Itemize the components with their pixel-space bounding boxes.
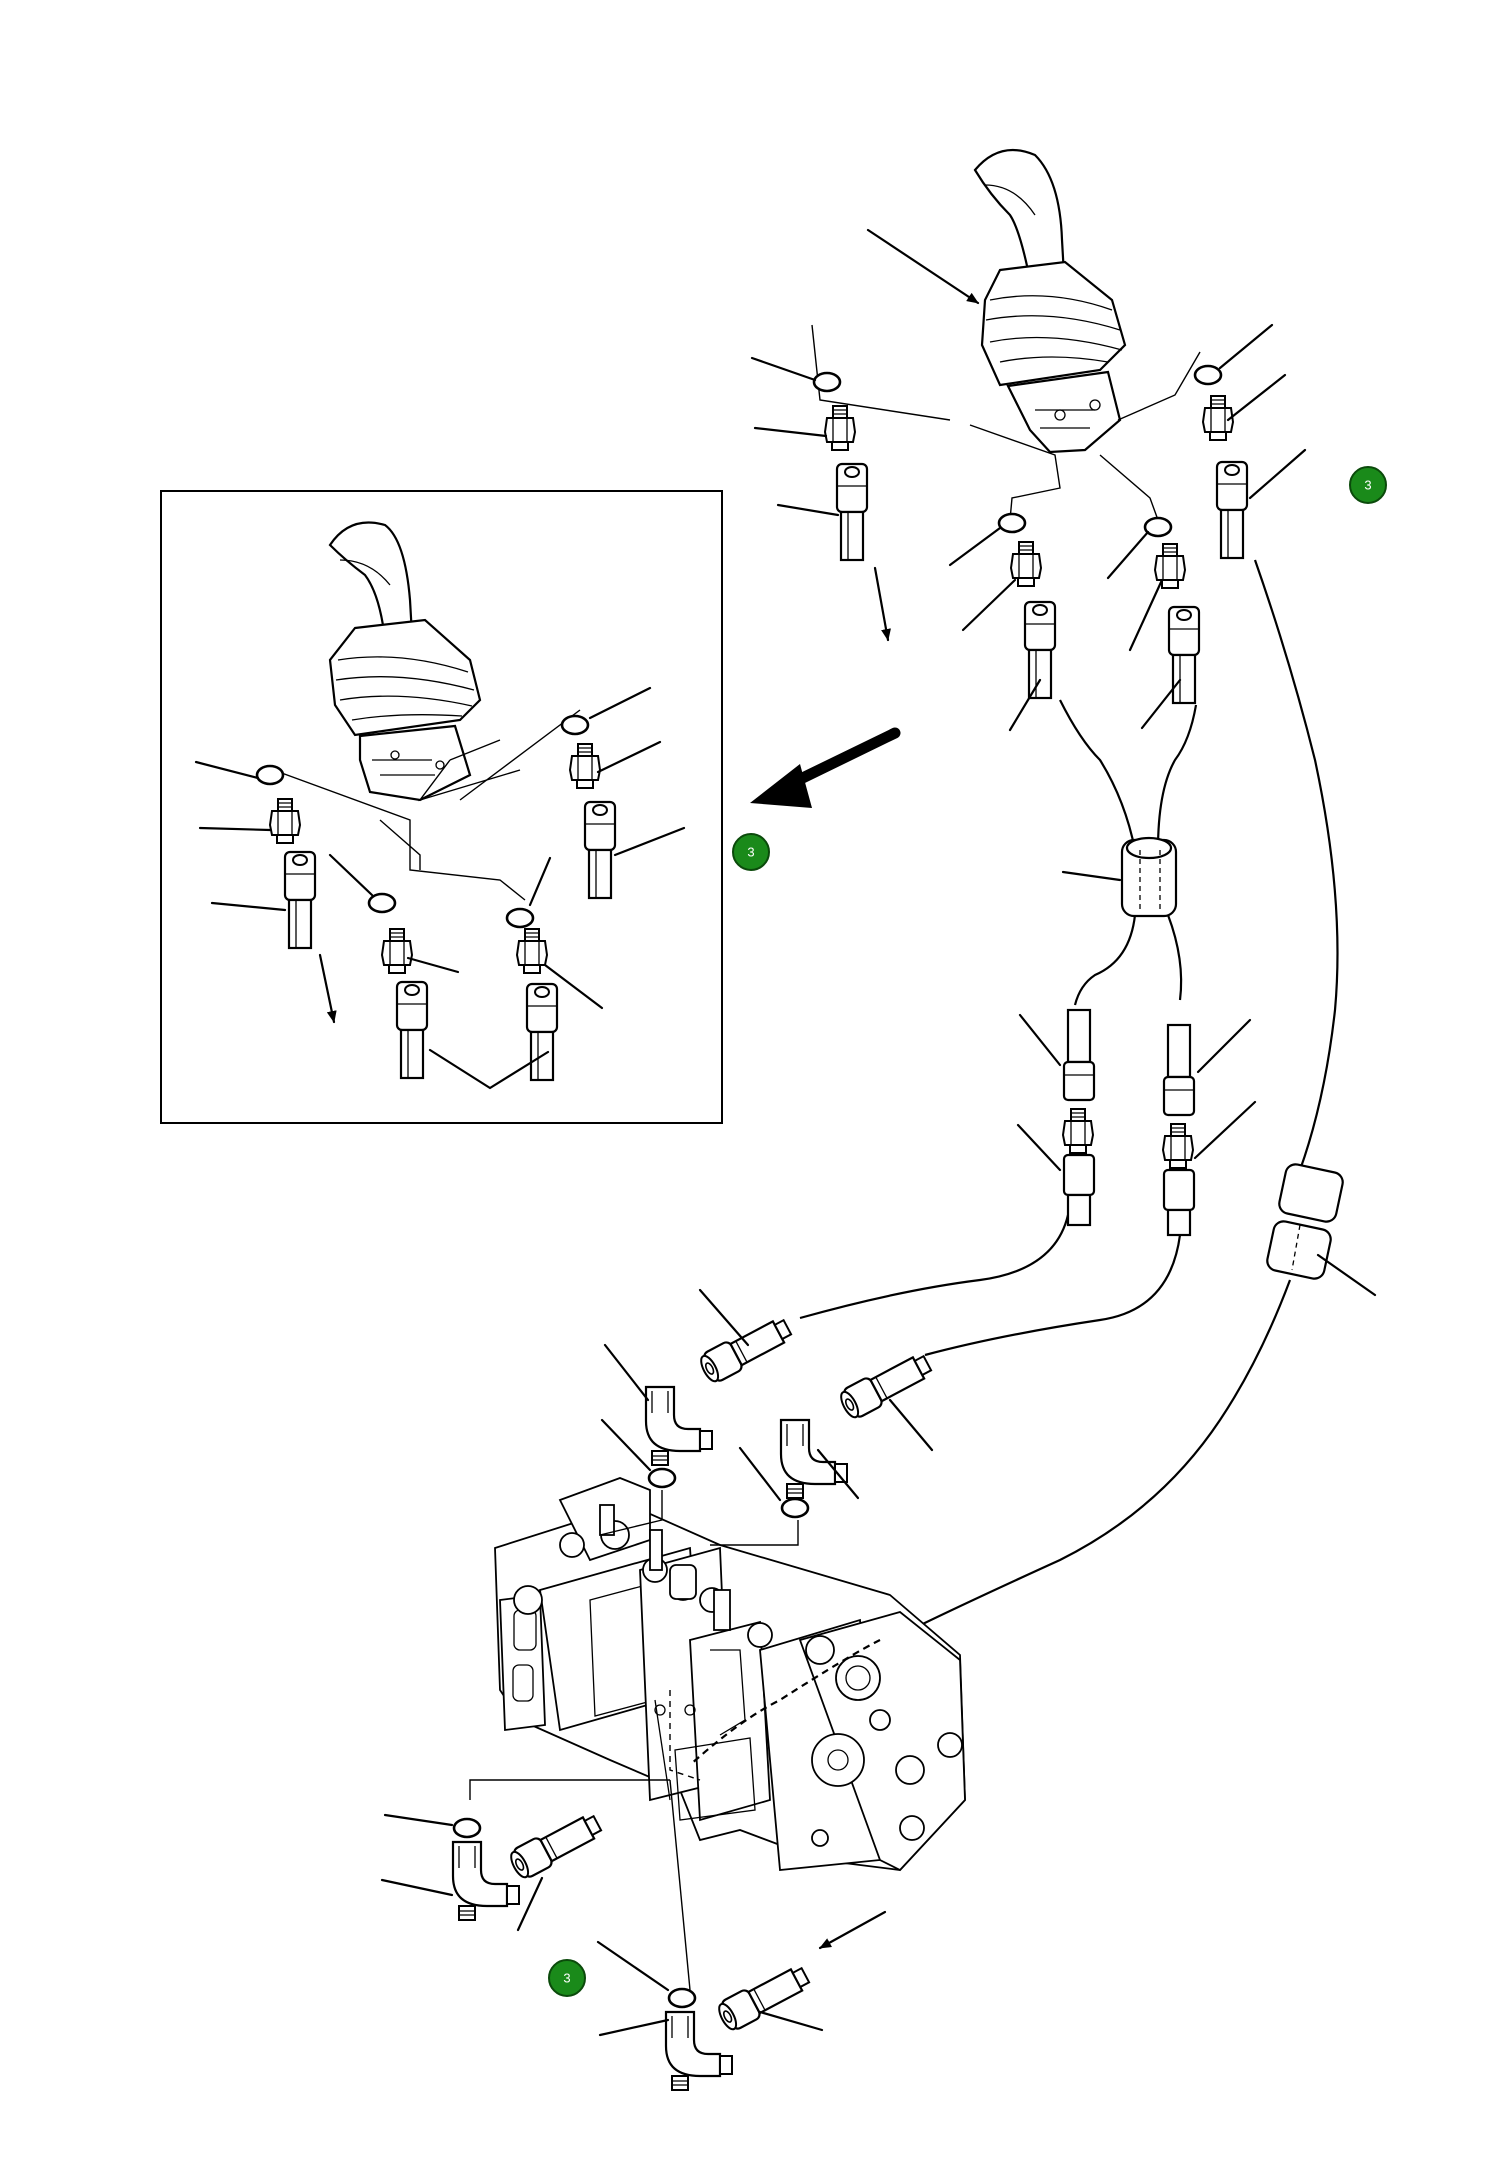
port-group-top-left xyxy=(750,356,891,642)
hose-lines xyxy=(799,559,1339,1641)
mid-fitting-left xyxy=(1016,1008,1096,1227)
inset-joystick xyxy=(328,521,482,802)
control-valve-bank xyxy=(494,1477,966,1872)
reference-badge: 3 xyxy=(732,833,770,871)
port-group-middle-right xyxy=(1106,516,1201,730)
badge-inset-label: 3 xyxy=(747,844,754,859)
hose-coupler xyxy=(1061,836,1178,918)
detail-inset-panel xyxy=(160,490,723,1124)
port-group-middle-left xyxy=(948,512,1057,732)
elbow-fitting-right xyxy=(738,1348,936,1519)
reference-badge: 3 xyxy=(1349,466,1387,504)
bottom-left-fittings xyxy=(380,1808,606,1932)
badge-top-right-label: 3 xyxy=(1364,477,1371,492)
port-group-top-right xyxy=(1193,323,1307,560)
elbow-fitting-left xyxy=(600,1288,796,1489)
bottom-fittings xyxy=(596,1910,887,2092)
badge-bottom-label: 3 xyxy=(563,1970,570,1985)
hose-sleeve xyxy=(1266,1163,1377,1297)
mid-fitting-right xyxy=(1162,1018,1257,1237)
reference-badge: 3 xyxy=(548,1959,586,1997)
inset-reference-arrow xyxy=(750,727,901,808)
main-joystick xyxy=(866,148,1127,454)
